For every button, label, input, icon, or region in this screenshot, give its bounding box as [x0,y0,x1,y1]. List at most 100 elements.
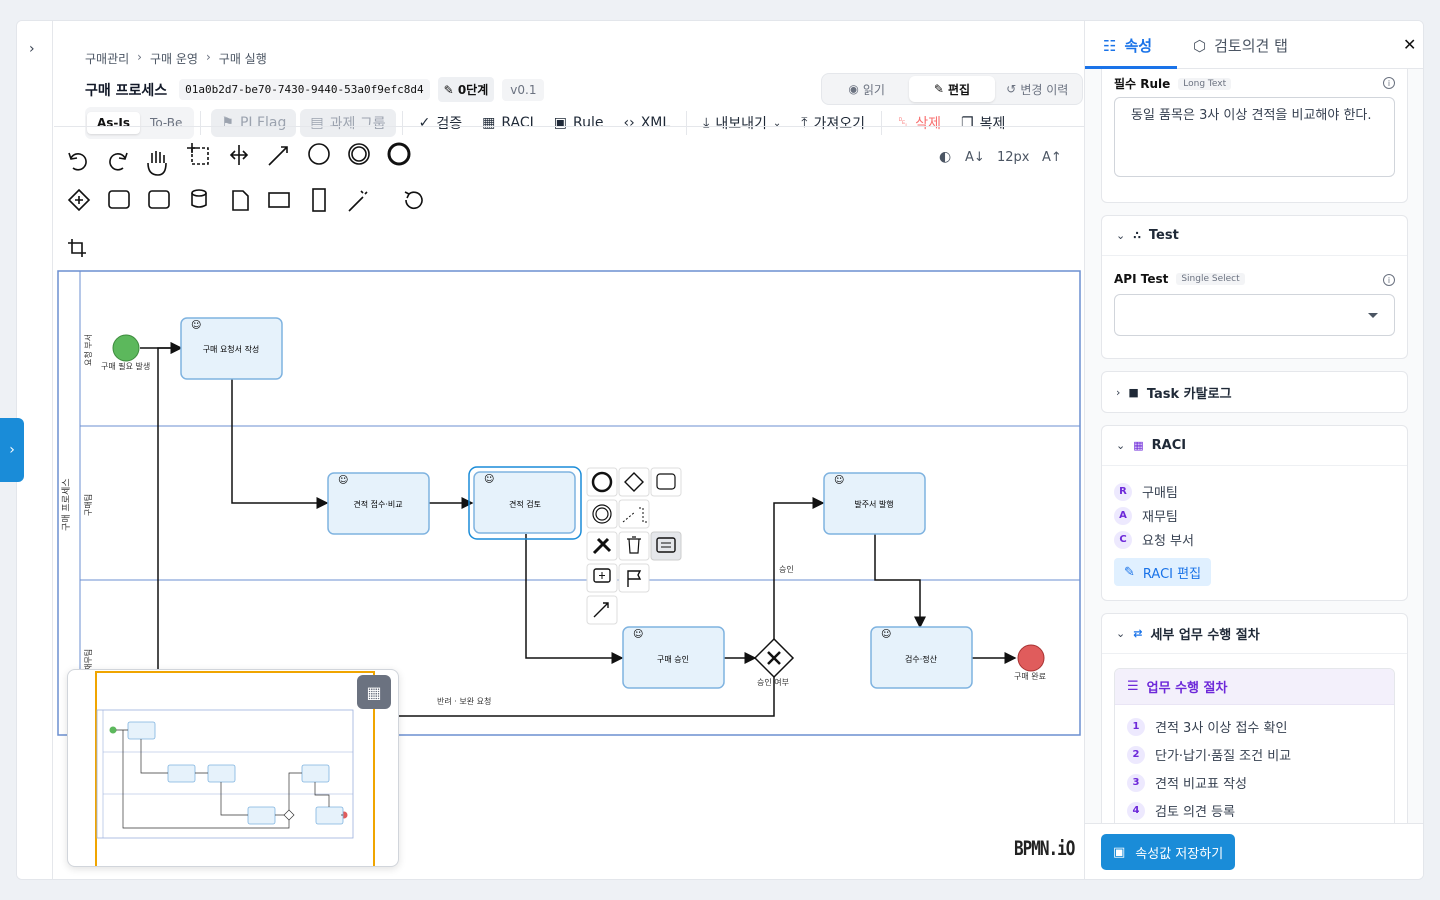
group-tool-icon[interactable] [312,188,326,212]
breadcrumb-item[interactable]: 구매관리 [85,52,130,66]
pencil-icon: ✎ [933,82,944,96]
duplicate-button[interactable]: ❐복제 [961,115,1006,132]
arrows-icon: ⇄ [1133,627,1143,640]
eye-icon: ◉ [848,82,859,96]
task-selected[interactable]: ☺견적 검토 [468,466,582,540]
table-icon: ▦ [1133,439,1144,452]
expand-panel-tab[interactable]: › [0,418,24,482]
raci-button[interactable]: ▦RACI [482,115,534,131]
mode-switch: ◉읽기 ✎편집 ↺변경 이력 [821,73,1083,105]
delete-button[interactable]: ␡삭제 [898,115,941,132]
minimap[interactable] [67,669,399,867]
task[interactable]: ☺견적 접수·비교 [327,472,430,535]
data-store-tool-icon[interactable] [191,189,207,208]
task[interactable]: ☺구매 승인 [622,626,725,689]
lasso-tool-icon[interactable] [187,143,209,165]
info-icon[interactable]: i [1383,77,1395,89]
procedure-header[interactable]: ⌄⇄세부 업무 수행 절차 [1102,614,1407,654]
expand-nav-icon[interactable]: › [29,41,35,57]
stage-badge[interactable]: ✎ 0단계 [437,77,495,102]
export-button[interactable]: ⤓내보내기⌄ [703,115,782,132]
context-pad [586,467,682,625]
gateway-tool-icon[interactable] [67,188,91,212]
close-icon[interactable]: ✕ [1403,35,1417,54]
append-end-event-icon[interactable] [586,467,618,497]
task[interactable]: ☺구매 요청서 작성 [180,317,283,380]
mode-edit[interactable]: ✎편집 [909,76,995,102]
catalog-header[interactable]: ›■Task 카탈로그 [1116,385,1232,402]
save-properties-button[interactable]: ▣속성값 저장하기 [1101,834,1236,870]
comment-icon[interactable] [650,531,682,561]
xml-button[interactable]: ‹›XML [623,115,671,131]
wrench-icon[interactable] [586,531,618,561]
crop-icon[interactable] [68,239,86,257]
pool[interactable]: 구매 프로세스 요청 부서 구매팀 재무팀 [57,270,1081,736]
delete-icon[interactable] [618,531,650,561]
tab-properties[interactable]: ☷속성 [1103,36,1153,56]
tab-review-comments[interactable]: ⬡검토의견 탭 [1193,36,1288,56]
connect-tool-icon[interactable] [268,146,288,166]
exclusive-gateway[interactable] [753,637,795,679]
minimap-viewport[interactable] [95,671,375,867]
flag-icon[interactable] [618,563,650,593]
reset-icon[interactable] [404,191,423,210]
task-group-button[interactable]: ▤과제 그룹 [300,109,396,137]
breadcrumb-item[interactable]: 구매 실행 [218,52,267,66]
bpmn-canvas[interactable]: ◐ A↓ 12px A↑ 구매 프로세스 요청 부서 구매팀 재무팀 [17,21,1084,880]
task[interactable]: ☺검수·정산 [870,626,973,689]
connect-icon[interactable] [586,595,618,625]
palette-color-icon[interactable]: ◐ [939,149,951,165]
pencil-icon: ✎ [443,83,454,97]
raci-header[interactable]: ⌄▦RACI [1102,426,1407,466]
subprocess-tool-icon[interactable] [148,190,170,209]
raci-edit-button[interactable]: ✎RACI 편집 [1114,558,1212,586]
panel-footer: ▣속성값 저장하기 [1085,823,1423,879]
pencil-icon: ✎ [1124,564,1135,580]
font-increase-icon[interactable]: A↑ [1042,150,1062,165]
history-icon: ↺ [1006,82,1017,96]
mode-history[interactable]: ↺변경 이력 [1006,82,1069,97]
task[interactable]: ☺발주서 발행 [823,472,926,535]
import-button[interactable]: ⤒가져오기 [801,115,866,132]
lane-label: 요청 부서 [84,334,93,366]
add-comment-icon[interactable] [586,563,618,593]
font-decrease-icon[interactable]: A↓ [965,150,985,165]
main-toolbar: As-Is To-Be ⚑PI Flag ▤과제 그룹 ✓검증 ▦RACI ▣R… [85,107,1015,139]
start-event-tool-icon[interactable] [308,143,330,165]
api-test-select[interactable] [1114,294,1395,336]
rule-textarea[interactable]: 동일 품목은 3사 이상 견적을 비교해야 한다. [1114,97,1395,177]
task-tool-icon[interactable] [108,190,130,209]
pi-flag-button[interactable]: ⚑PI Flag [211,109,297,137]
end-event-label: 구매 완료 [1014,672,1046,681]
append-task-icon[interactable] [650,467,682,497]
info-icon[interactable]: i [1383,274,1395,286]
data-object-tool-icon[interactable] [232,190,249,211]
lane-label: 재무팀 [83,649,93,671]
pool-tool-icon[interactable] [268,192,290,208]
rule-button[interactable]: ▣Rule [553,115,604,131]
shapes-icon: ∴ [1133,229,1141,242]
space-tool-icon[interactable] [229,145,249,165]
undo-icon[interactable] [68,152,87,171]
start-event[interactable] [112,334,140,362]
panel-tabs: ☷속성 ⬡검토의견 탭 ✕ [1085,21,1423,69]
mode-read[interactable]: ◉읽기 [848,82,885,97]
intermediate-event-tool-icon[interactable] [348,143,370,165]
redo-icon[interactable] [109,152,128,171]
test-header[interactable]: ⌄∴Test [1102,216,1407,256]
magic-wand-icon[interactable] [348,190,368,212]
hand-tool-icon[interactable] [147,151,167,176]
append-gateway-icon[interactable] [618,467,650,497]
map-toggle-icon[interactable]: ▦ [357,675,391,709]
end-event[interactable] [1017,644,1045,672]
validate-button[interactable]: ✓검증 [418,115,463,132]
append-annotation-icon[interactable] [618,499,650,529]
end-event-tool-icon[interactable] [387,142,411,166]
append-intermediate-event-icon[interactable] [586,499,618,529]
breadcrumb-item[interactable]: 구매 운영 [149,52,198,66]
